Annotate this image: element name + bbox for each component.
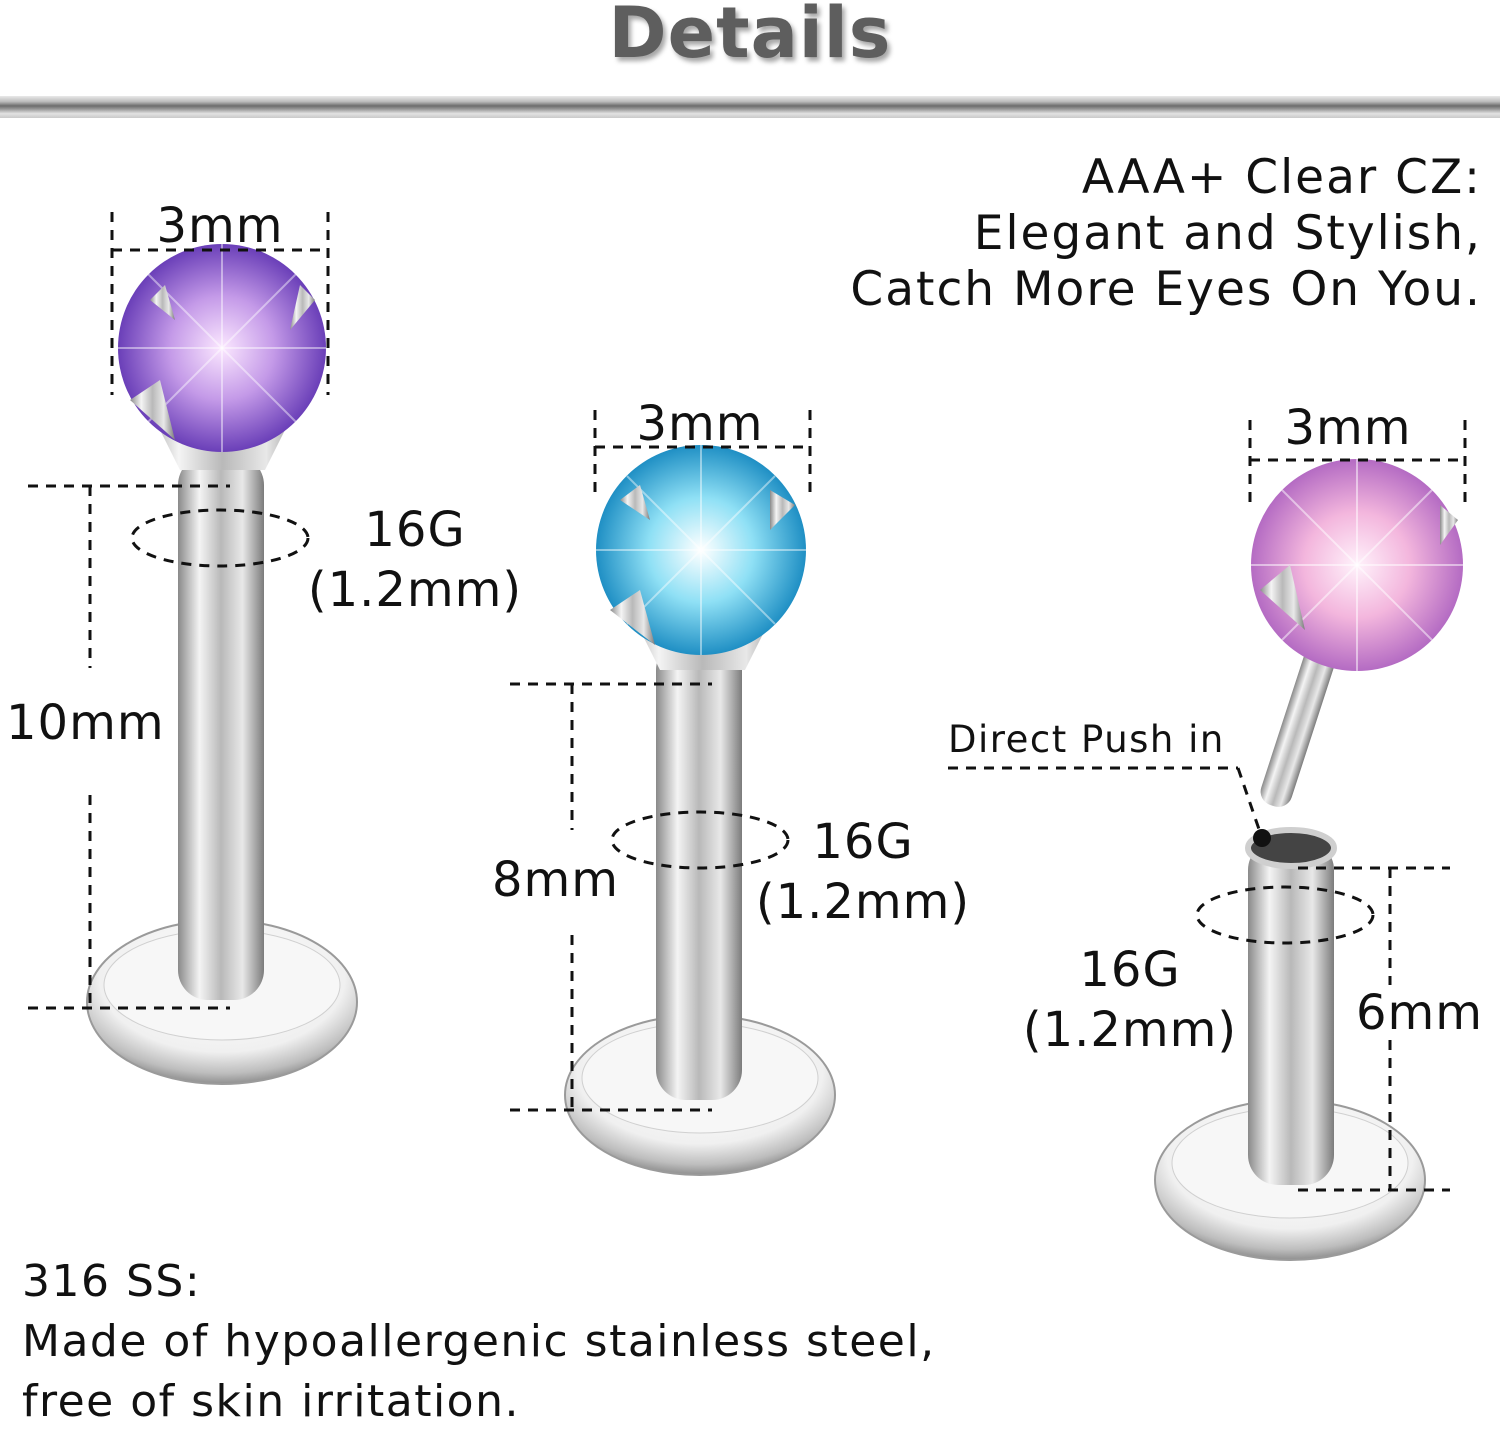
length-label-2: 8mm [492, 852, 620, 908]
material-feature-text: 316 SS: Made of hypoallergenic stainless… [22, 1252, 936, 1432]
gem-size-label-2: 3mm [636, 396, 764, 452]
gauge-value: 16G [364, 502, 466, 558]
dimension-lines-1 [28, 212, 330, 1010]
push-point-marker [1253, 829, 1271, 847]
divider-bar [0, 96, 1500, 118]
dimension-lines-2 [510, 410, 812, 1112]
cz-feature-text: AAA+ Clear CZ: Elegant and Stylish, Catc… [850, 150, 1482, 318]
length-label-3: 6mm [1356, 985, 1484, 1041]
page-title: Details [608, 0, 892, 74]
gauge-value: 16G [812, 814, 914, 870]
cz-feature-line3: Catch More Eyes On You. [850, 262, 1482, 317]
post [178, 455, 264, 1000]
gauge-mm-value: (1.2mm) [1022, 1002, 1238, 1058]
length-label-1: 10mm [6, 695, 165, 751]
labret-purple [86, 244, 358, 1085]
material-feature-line2: Made of hypoallergenic stainless steel, [22, 1316, 936, 1367]
gem-size-label-1: 3mm [156, 198, 284, 254]
gem [596, 445, 806, 655]
gauge-label-2: 16G (1.2mm) [748, 812, 978, 932]
post [1248, 840, 1334, 1185]
gauge-mm-value: (1.2mm) [307, 562, 523, 618]
labret-blue [564, 445, 836, 1176]
labret-pink [1154, 459, 1463, 1261]
push-in-note: Direct Push in [948, 718, 1225, 761]
push-pin [1260, 642, 1337, 807]
gauge-label-1: 16G (1.2mm) [300, 500, 530, 620]
material-feature-line3: free of skin irritation. [22, 1376, 520, 1427]
post [656, 640, 742, 1100]
gauge-value: 16G [1079, 942, 1181, 998]
dimension-lines-3 [948, 420, 1467, 1192]
gem-size-label-3: 3mm [1284, 400, 1412, 456]
material-feature-heading: 316 SS: [22, 1256, 202, 1307]
cz-feature-heading: AAA+ Clear CZ: [1081, 150, 1482, 205]
gauge-mm-value: (1.2mm) [755, 874, 971, 930]
gauge-label-3: 16G (1.2mm) [1015, 940, 1245, 1060]
gem [118, 244, 326, 452]
cz-feature-line2: Elegant and Stylish, [973, 206, 1482, 261]
